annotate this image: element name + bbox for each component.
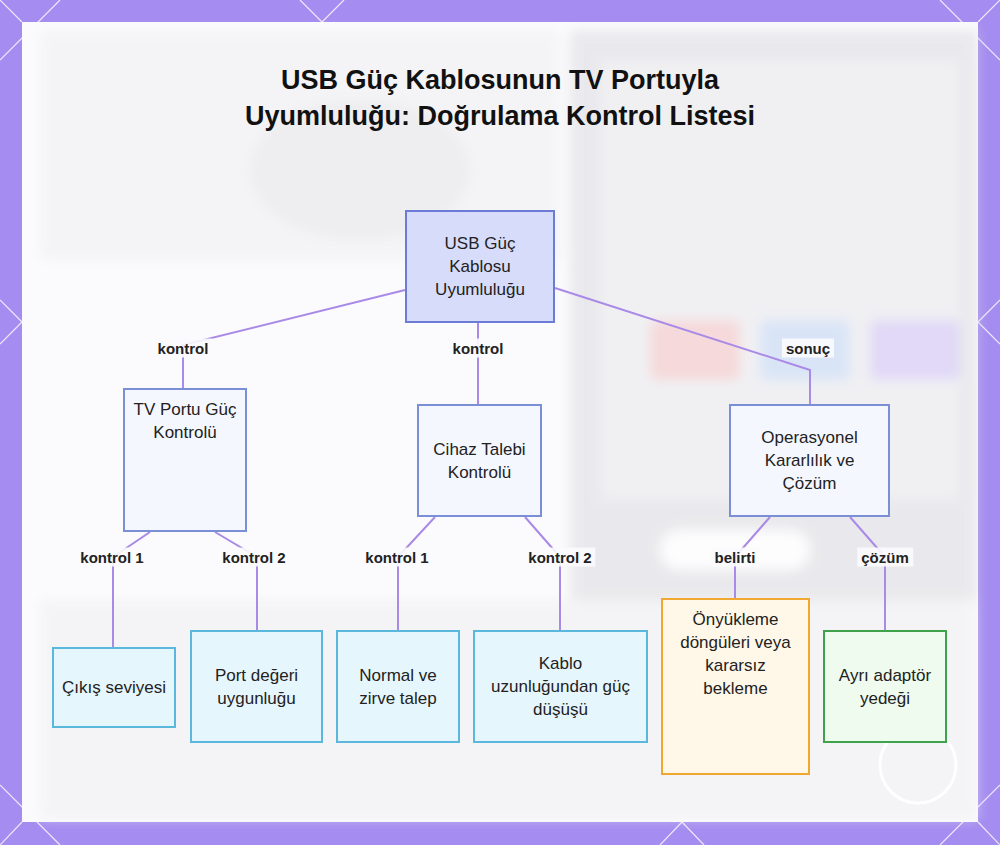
connector-line — [398, 517, 435, 630]
connector-line — [850, 517, 885, 630]
node-text: Çıkış seviyesi — [62, 676, 166, 699]
node-text: Önyükleme döngüleri veya kararsız beklem… — [671, 608, 800, 700]
symptom-box: Önyükleme döngüleri veya kararsız beklem… — [661, 598, 810, 775]
edge-label: kontrol — [154, 339, 213, 358]
node-text: USB Güç Kablosu Uyumluluğu — [415, 232, 545, 301]
node-text: Kablo uzunluğundan güç düşüşü — [483, 652, 638, 721]
edge-label: kontrol 2 — [524, 548, 595, 567]
node-text: Operasyonel Kararlılık ve Çözüm — [739, 426, 880, 495]
check-box: TV Portu Güç Kontrolü — [123, 388, 247, 532]
connector-line — [477, 323, 479, 404]
node-text: TV Portu Güç Kontrolü — [133, 398, 237, 444]
edge-label: kontrol 1 — [76, 548, 147, 567]
node-text: Cihaz Talebi Kontrolü — [427, 438, 532, 484]
blurred-tv-photo — [40, 30, 978, 820]
connector-line — [525, 517, 560, 630]
root-box: USB Güç Kablosu Uyumluluğu — [405, 210, 555, 323]
connector-line — [555, 288, 810, 404]
item-box: Normal ve zirve talep — [336, 630, 460, 743]
node-text: Normal ve zirve talep — [346, 664, 450, 710]
edge-label: kontrol 2 — [218, 548, 289, 567]
edge-label: çözüm — [857, 548, 913, 567]
edge-label: belirti — [711, 548, 760, 567]
node-text: Ayrı adaptör yedeği — [833, 664, 937, 710]
result-box: Operasyonel Kararlılık ve Çözüm — [729, 404, 890, 517]
diagram-title: USB Güç Kablosunun TV Portuyla Uyumluluğ… — [230, 62, 770, 134]
connector-line — [183, 290, 405, 388]
check-box: Cihaz Talebi Kontrolü — [417, 404, 542, 517]
solution-box: Ayrı adaptör yedeği — [823, 630, 947, 743]
node-text: Port değeri uygunluğu — [200, 664, 313, 710]
edge-label: kontrol — [449, 339, 508, 358]
item-box: Port değeri uygunluğu — [190, 630, 323, 743]
content-panel — [22, 22, 978, 822]
edge-label: kontrol 1 — [361, 548, 432, 567]
edge-label: sonuç — [782, 339, 834, 358]
item-box: Kablo uzunluğundan güç düşüşü — [473, 630, 648, 743]
item-box: Çıkış seviyesi — [52, 647, 176, 728]
